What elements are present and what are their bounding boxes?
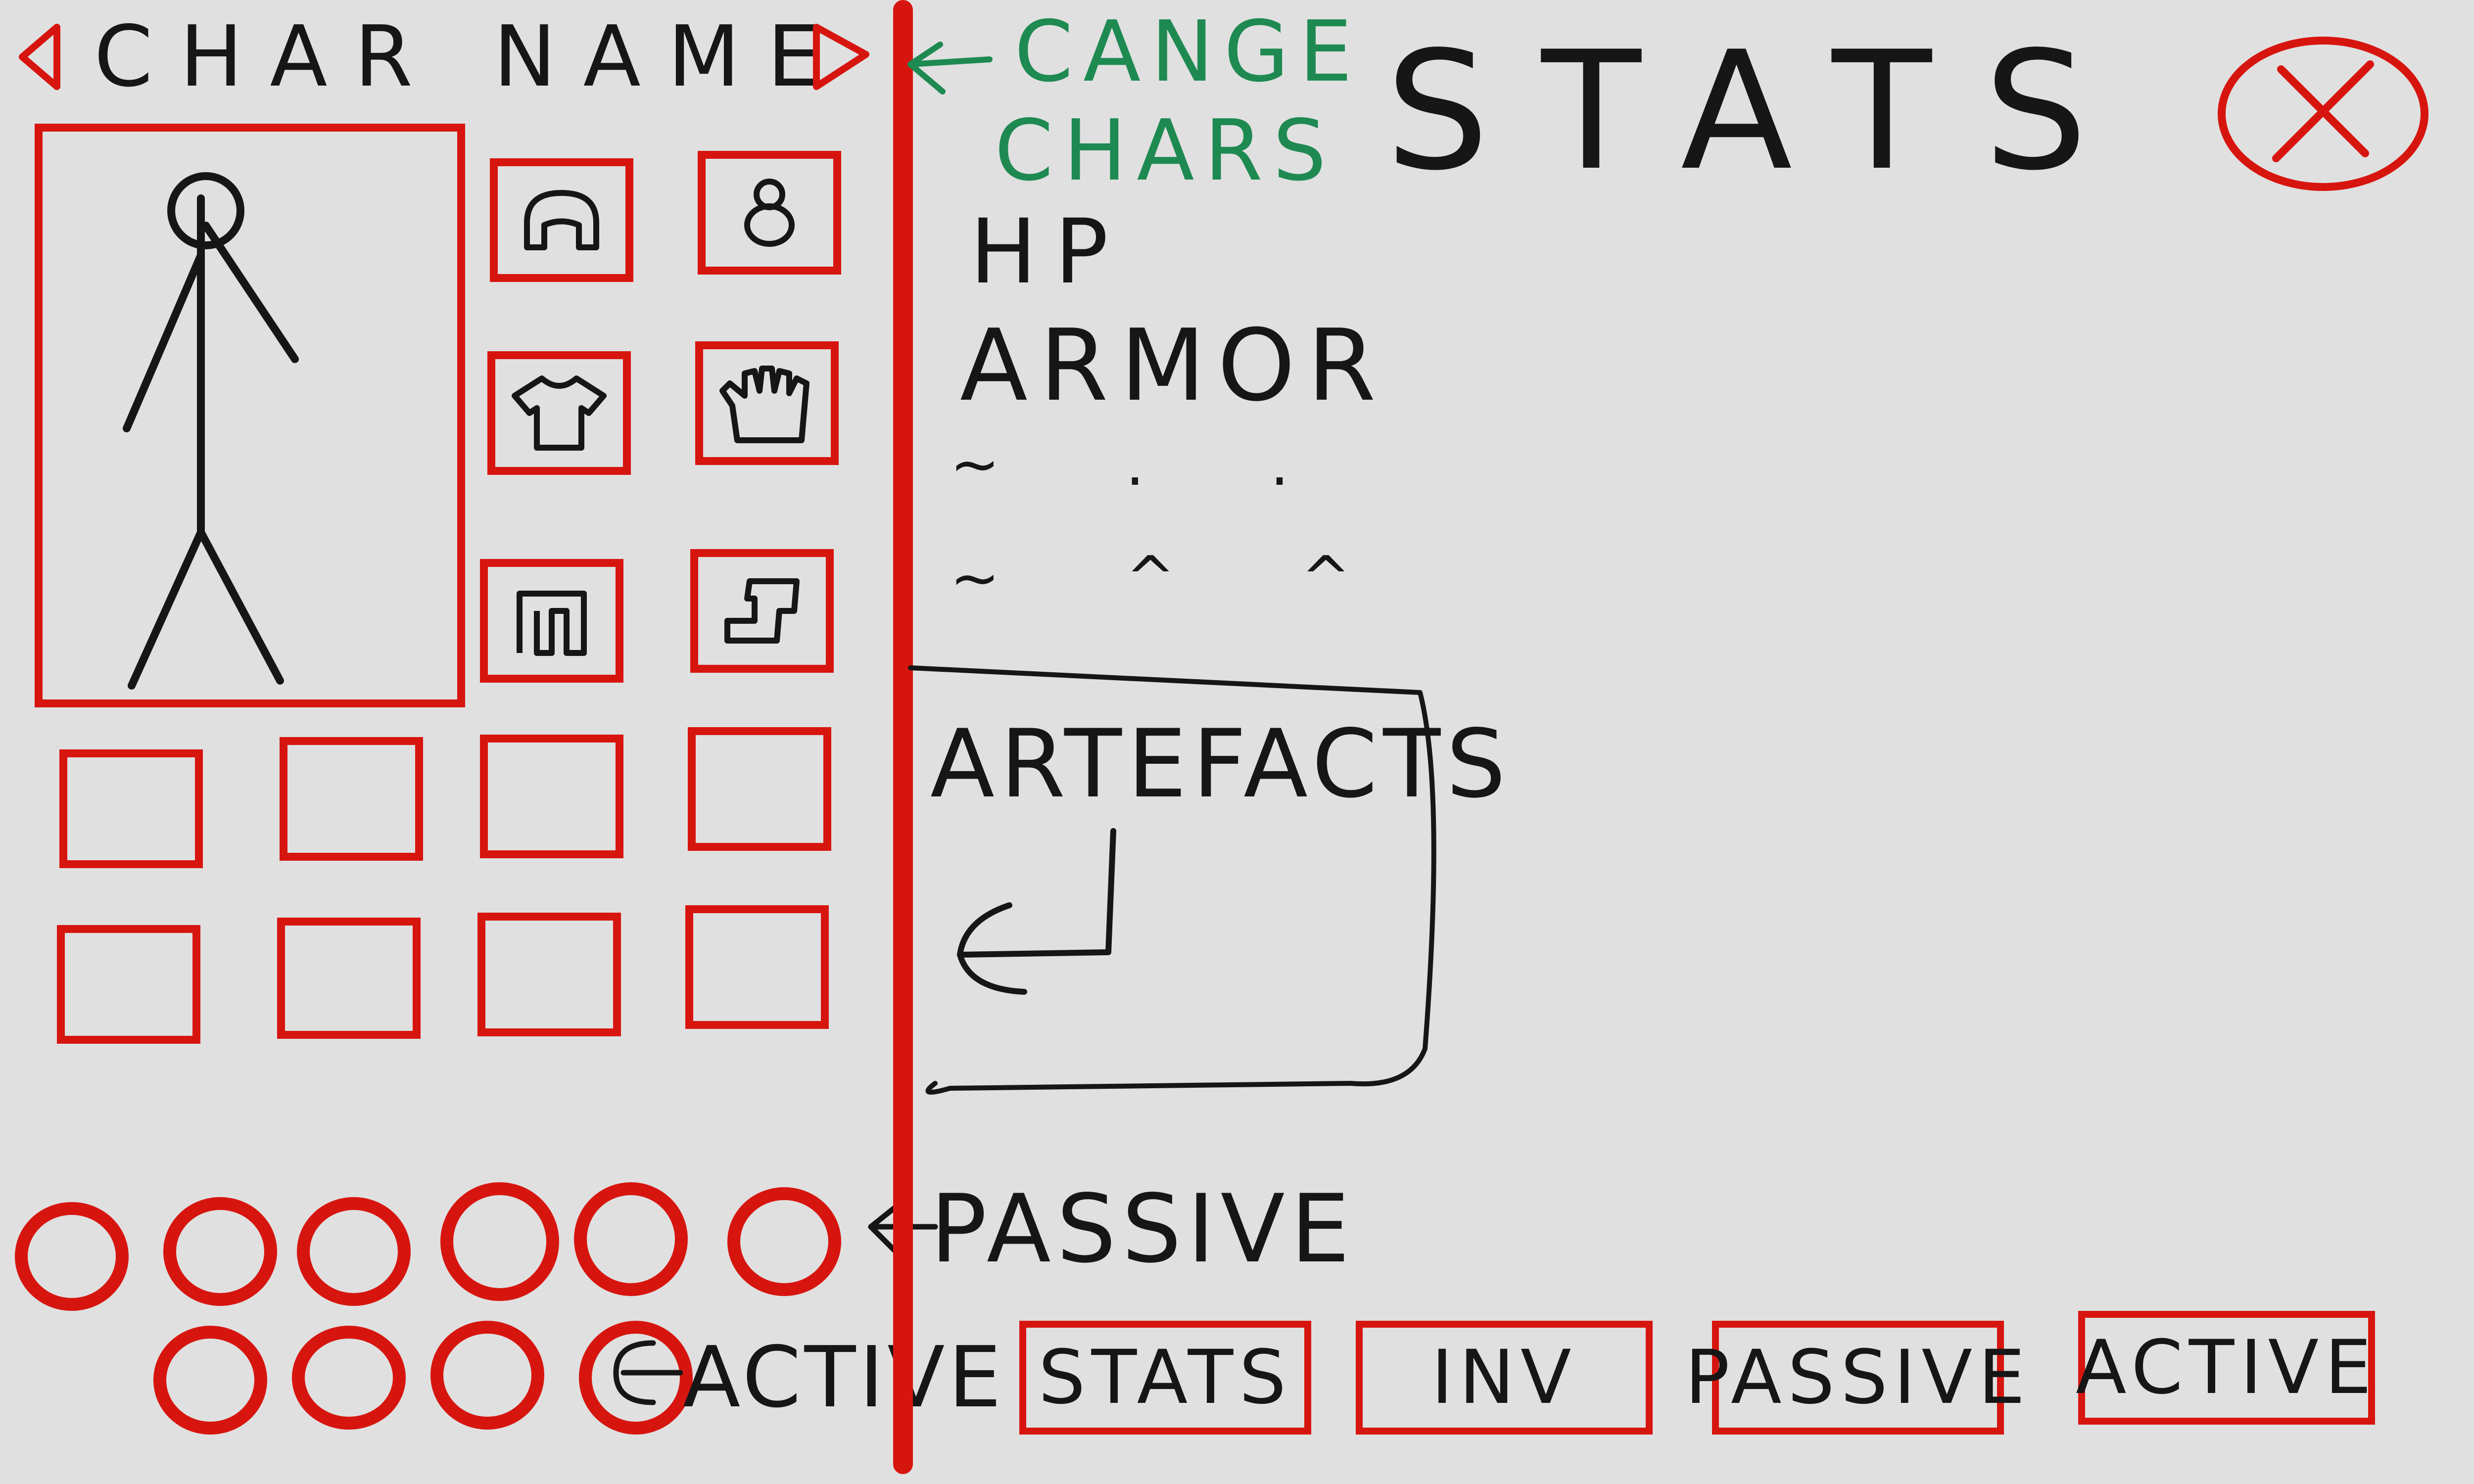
tab-stats[interactable]: STATS (1019, 1321, 1311, 1435)
change-chars-arrow-icon (896, 35, 995, 104)
stat-placeholder-row: ~ . . (950, 430, 1343, 499)
passive-skill-slot[interactable] (727, 1187, 841, 1296)
tab-inventory[interactable]: INV (1356, 1321, 1653, 1435)
helmet-icon (524, 190, 599, 250)
passive-skill-slot[interactable] (297, 1197, 411, 1306)
active-skill-slot[interactable] (153, 1326, 267, 1435)
passive-skill-slot[interactable] (440, 1182, 559, 1301)
inventory-slot[interactable] (688, 727, 831, 851)
shirt-icon (512, 375, 607, 451)
character-portrait (35, 124, 465, 707)
hp-stat-label: HP (970, 200, 1126, 304)
tab-active[interactable]: ACTIVE (2076, 1311, 2378, 1425)
change-chars-note: CHARS (995, 102, 1336, 200)
close-button[interactable] (2212, 30, 2434, 198)
amulet-icon (744, 179, 795, 247)
inventory-slot[interactable] (57, 925, 200, 1044)
stick-figure-icon (123, 172, 299, 690)
pants-icon (517, 591, 587, 656)
active-arrow-icon (609, 1336, 683, 1410)
stat-placeholder-row: ~ ^ ^ (950, 544, 1404, 613)
character-name: CHAR NAME (94, 8, 848, 106)
tab-passive-label: PASSIVE (1685, 1335, 2031, 1421)
equipment-slot-boots[interactable] (690, 549, 834, 673)
prev-character-button[interactable] (10, 20, 69, 94)
artefacts-panel (905, 663, 1450, 1108)
tab-passive[interactable]: PASSIVE (1685, 1321, 2025, 1435)
inventory-slot[interactable] (477, 913, 621, 1036)
passive-skill-slot[interactable] (15, 1202, 129, 1311)
tab-active-label: ACTIVE (2076, 1325, 2378, 1411)
inventory-slot[interactable] (277, 918, 421, 1039)
equipment-slot-gloves[interactable] (695, 341, 839, 465)
triangle-left-icon (19, 24, 60, 90)
tab-inventory-label: INV (1431, 1335, 1577, 1421)
active-label: ACTIVE (683, 1329, 1005, 1427)
panel-divider (893, 0, 913, 1474)
active-skill-slot[interactable] (430, 1321, 544, 1430)
equipment-slot-legs[interactable] (480, 559, 623, 683)
close-icon (2218, 37, 2428, 191)
artefacts-label: ARTEFACTS (930, 709, 1512, 819)
equipment-slot-helmet[interactable] (490, 158, 633, 282)
equipment-slot-chest[interactable] (487, 351, 631, 475)
inventory-slot[interactable] (480, 735, 623, 858)
return-arrow-icon (940, 821, 1128, 1009)
active-skill-slot[interactable] (292, 1326, 406, 1430)
inventory-slot[interactable] (685, 905, 829, 1029)
equipment-slot-amulet[interactable] (698, 151, 841, 275)
change-chars-note: CANGE (1014, 3, 1363, 101)
glove-icon (719, 366, 809, 443)
tab-stats-label: STATS (1038, 1335, 1292, 1421)
triangle-right-icon (813, 24, 869, 90)
boot-icon (724, 578, 800, 644)
passive-label: PASSIVE (930, 1174, 1356, 1284)
next-character-button[interactable] (807, 20, 876, 94)
stats-title: STATS (1385, 16, 2140, 206)
passive-skill-slot[interactable] (574, 1182, 688, 1296)
inventory-slot[interactable] (59, 749, 203, 868)
inventory-slot[interactable] (280, 737, 423, 861)
passive-skill-slot[interactable] (163, 1197, 277, 1306)
armor-stat-label: ARMOR (960, 308, 1388, 423)
